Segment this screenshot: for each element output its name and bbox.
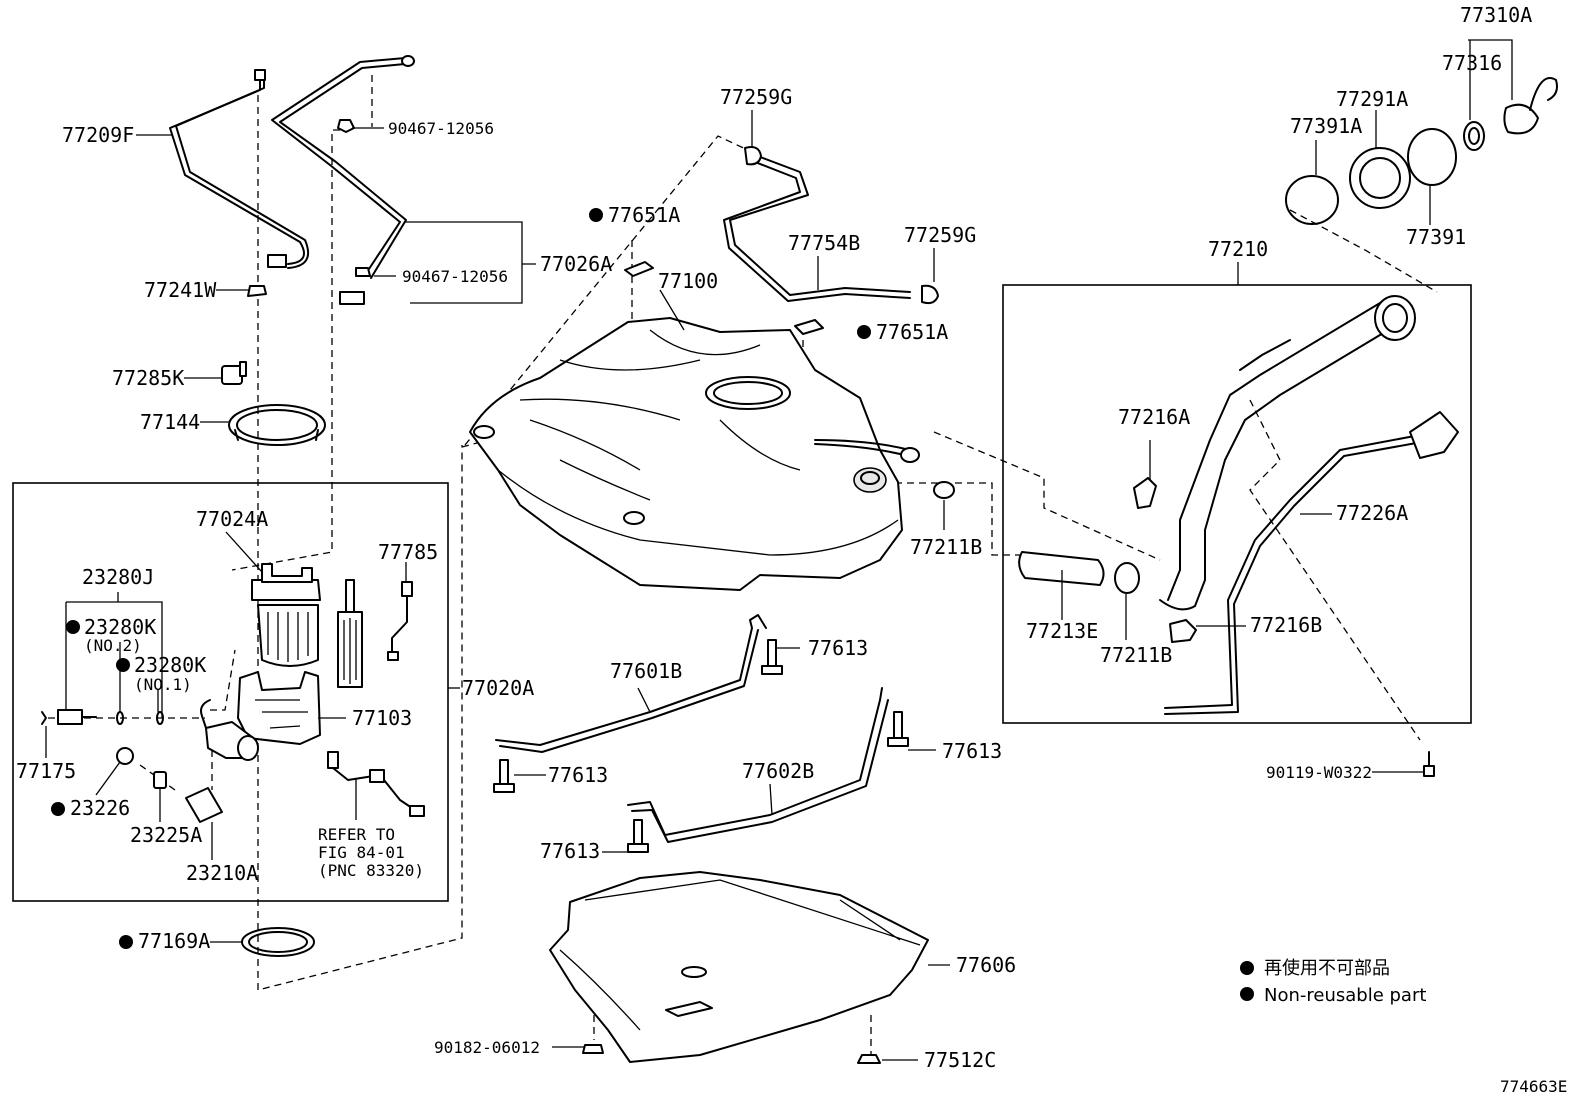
label-77226A: 77226A [1336, 501, 1408, 525]
legend-japanese: 再使用不可部品 [1264, 958, 1390, 979]
pressure-regulator-23280J [41, 709, 164, 725]
label-77259G-top: 77259G [720, 85, 792, 109]
label-77754B: 77754B [788, 231, 860, 255]
fuel-pipe-77026A [271, 55, 415, 305]
filler-hose-77213E [933, 481, 1140, 594]
non-reusable-dots [51, 208, 1254, 1001]
sender-gauge-77785 [387, 581, 413, 661]
label-refer-line-2: FIG 84-01 [318, 843, 405, 862]
label-23210A: 23210A [186, 861, 258, 885]
label-77613-b: 77613 [548, 763, 608, 787]
part-labels: 77310A 77316 77291A 77391A 77391 77259G … [16, 3, 1532, 1072]
label-77316: 77316 [1442, 51, 1502, 75]
label-77602B: 77602B [742, 759, 814, 783]
label-no2: (NO.2) [84, 636, 142, 655]
small-clips-left [221, 119, 371, 385]
label-77216A: 77216A [1118, 405, 1190, 429]
label-77613-a: 77613 [808, 636, 868, 660]
label-77213E: 77213E [1026, 619, 1098, 643]
tank-pads-77651A [624, 261, 824, 335]
breather-hose-77754B [723, 146, 939, 305]
label-77613-d: 77613 [540, 839, 600, 863]
gasket-77169A [241, 927, 315, 957]
non-reusable-dot [1240, 961, 1254, 975]
non-reusable-dot [1240, 987, 1254, 1001]
label-no1: (NO.1) [134, 675, 192, 694]
label-77211B-b: 77211B [1100, 643, 1172, 667]
label-77651A-top: 77651A [608, 203, 680, 227]
leader-lines [45, 39, 1513, 1061]
diagram-id: 774663E [1500, 1077, 1567, 1096]
label-90467-12056-top: 90467-12056 [388, 119, 494, 138]
label-90467-12056-mid: 90467-12056 [402, 267, 508, 286]
retainer-ring-77144 [228, 404, 326, 446]
filler-clips [1133, 477, 1435, 777]
non-reusable-dot [116, 658, 130, 672]
label-77209F: 77209F [62, 123, 134, 147]
label-90182-06012: 90182-06012 [434, 1038, 540, 1057]
label-77310A: 77310A [1460, 3, 1532, 27]
label-77606: 77606 [956, 953, 1016, 977]
legend-english: Non-reusable part [1264, 985, 1426, 1006]
fuel-tank-77100 [469, 317, 920, 591]
label-77241W: 77241W [144, 278, 217, 302]
label-23280K-no1: 23280K [134, 653, 206, 677]
label-77026A: 77026A [540, 252, 612, 276]
label-77103: 77103 [352, 706, 412, 730]
non-reusable-dot [857, 325, 871, 339]
tank-protector-77606 [549, 871, 929, 1064]
label-77613-c: 77613 [942, 739, 1002, 763]
non-reusable-dot [589, 208, 603, 222]
label-77210: 77210 [1208, 237, 1268, 261]
vent-tube-77226A [1164, 411, 1459, 715]
label-77391A: 77391A [1290, 114, 1362, 138]
filler-pipe-assembly-box [1002, 284, 1472, 724]
filler-cap-parts [1285, 77, 1558, 225]
label-refer-line-1: REFER TO [318, 825, 395, 844]
label-77391: 77391 [1406, 225, 1466, 249]
fuel-sender-pipe-77209F [169, 69, 310, 269]
non-reusable-dot [51, 802, 65, 816]
wire-harness [327, 751, 425, 817]
non-reusable-dot [119, 935, 133, 949]
legend: 再使用不可部品 Non-reusable part [1264, 958, 1426, 1006]
label-77211B-a: 77211B [910, 535, 982, 559]
fuel-filter-23210A [116, 721, 259, 823]
label-77144: 77144 [140, 410, 200, 434]
label-23280K-no2: 23280K [84, 615, 156, 639]
label-77651A-mid: 77651A [876, 320, 948, 344]
label-90119-W0322: 90119-W0322 [1266, 763, 1372, 782]
non-reusable-dot [66, 620, 80, 634]
label-77291A: 77291A [1336, 87, 1408, 111]
fuel-pump-assembly-box [12, 482, 449, 902]
label-77024A: 77024A [196, 507, 268, 531]
label-23226: 23226 [70, 796, 130, 820]
label-77785: 77785 [378, 540, 438, 564]
filler-pipe-77210 [1159, 295, 1416, 611]
label-77175: 77175 [16, 759, 76, 783]
tank-strap-77602B [627, 687, 909, 853]
tank-strap-77601B [493, 614, 783, 793]
fuel-pump-module [251, 563, 363, 688]
label-77601B: 77601B [610, 659, 682, 683]
label-77512C: 77512C [924, 1048, 996, 1072]
label-77020A: 77020A [462, 676, 534, 700]
label-23225A: 23225A [130, 823, 202, 847]
label-77169A: 77169A [138, 929, 210, 953]
label-77100: 77100 [658, 269, 718, 293]
label-refer-line-3: (PNC 83320) [318, 861, 424, 880]
label-77285K: 77285K [112, 366, 184, 390]
label-23280J: 23280J [82, 565, 154, 589]
label-77216B: 77216B [1250, 613, 1322, 637]
label-77259G-mid: 77259G [904, 223, 976, 247]
